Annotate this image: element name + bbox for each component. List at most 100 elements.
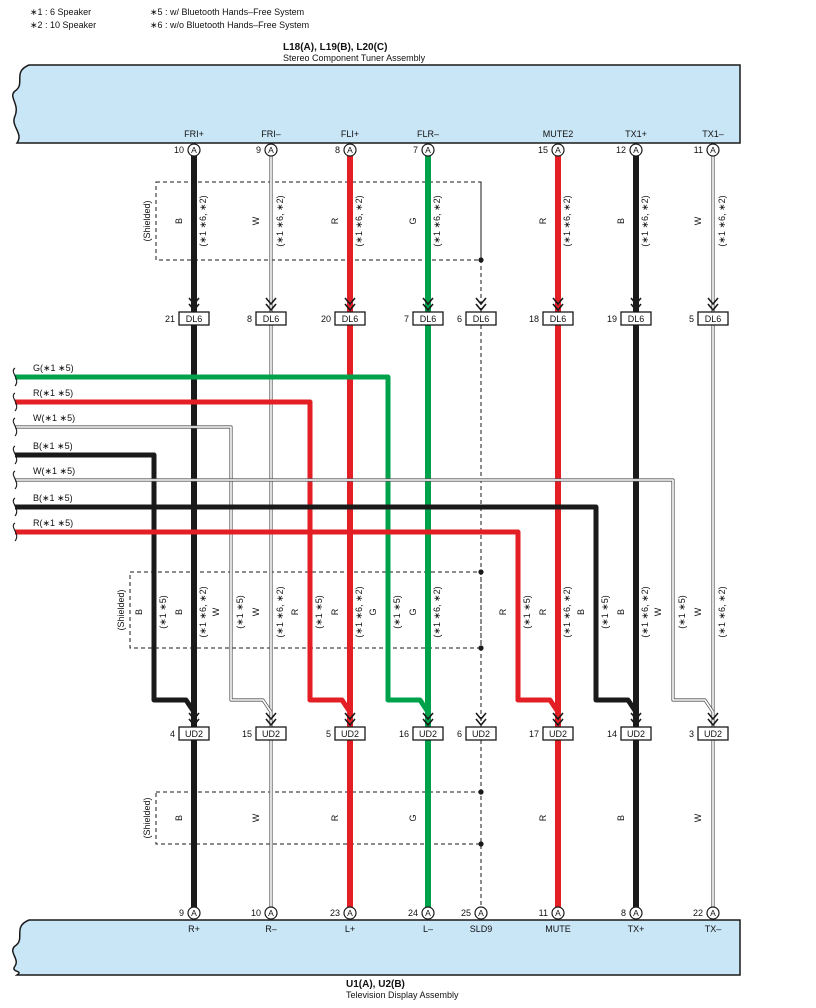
- bottom-pin-7: [706, 906, 720, 920]
- dl6-0-box: [178, 311, 210, 326]
- bottom-wire-color-1: W: [251, 813, 261, 822]
- top-wire-opt-5: (∗1 ∗6, ∗2): [562, 195, 572, 246]
- dl6-7-box: [697, 311, 729, 326]
- mid-wire-opt-7: (∗1 ∗6, ∗2): [717, 586, 727, 637]
- side-wire-opt-2: (∗1 ∗5): [235, 595, 245, 629]
- mid-wire-color-2: R: [330, 608, 340, 615]
- dl6-3-pin: 7: [404, 314, 409, 324]
- top-wire-opt-1: (∗1 ∗6, ∗2): [275, 195, 285, 246]
- side-wire-color-3: B: [134, 609, 144, 615]
- dl6-1-pin: 8: [247, 314, 252, 324]
- top-component-ref: L18(A), L19(B), L20(C): [283, 42, 387, 53]
- shield-drain-dot-mid-a: [478, 569, 484, 575]
- dl6-2-box: [334, 311, 366, 326]
- ud2-1-pin: 15: [242, 729, 252, 739]
- bottom-pin-1: [264, 906, 278, 920]
- ud2-6-box: [620, 726, 652, 741]
- bottom-wire-color-6: B: [616, 815, 626, 821]
- side-wire-label-0: G(∗1 ∗5): [33, 363, 74, 373]
- top-wire-opt-6: (∗1 ∗6, ∗2): [640, 195, 650, 246]
- bottom-pin-6-letter: A: [633, 908, 639, 918]
- ud2-2-arrow: [344, 712, 356, 727]
- dl6-6-pin: 19: [607, 314, 617, 324]
- mid-wire-color-1: W: [251, 607, 261, 616]
- mid-wire-color-0: B: [174, 609, 184, 615]
- side-wire-opt-1: (∗1 ∗5): [314, 595, 324, 629]
- dl6-2-label: DL6: [342, 314, 359, 324]
- top-pin-5-letter: A: [555, 145, 561, 155]
- ud2-0-arrow: [188, 712, 200, 727]
- dl6-2-pin: 20: [321, 314, 331, 324]
- dl6-4-box: [465, 311, 497, 326]
- side-wire-color-4: W: [653, 607, 663, 616]
- top-wire-opt-7: (∗1 ∗6, ∗2): [717, 195, 727, 246]
- top-pin-number-3: 7: [413, 145, 418, 155]
- dl6-6-label: DL6: [628, 314, 645, 324]
- bottom-pin-name-6: TX+: [628, 924, 645, 934]
- top-wire-color-2: R: [330, 217, 340, 224]
- bottom-pin-6: [629, 906, 643, 920]
- ud2-4-label: UD2: [472, 729, 490, 739]
- top-pin-name-5: MUTE2: [543, 129, 574, 139]
- top-component-box: [12, 64, 741, 144]
- side-wire-label-3: B(∗1 ∗5): [33, 441, 73, 451]
- dl6-0-pin: 21: [165, 314, 175, 324]
- top-pin-number-5: 15: [538, 145, 548, 155]
- mid-wire-opt-6: (∗1 ∗6, ∗2): [640, 586, 650, 637]
- top-pin-6: [629, 143, 643, 157]
- shield-box-bottom: [155, 791, 482, 845]
- bottom-pin-name-3: L–: [423, 924, 433, 934]
- top-pin-7-letter: A: [710, 145, 716, 155]
- dl6-3-box: [412, 311, 444, 326]
- shield-drain-dot-bottom-b: [478, 841, 484, 847]
- side-wire-label-2: W(∗1 ∗5): [33, 413, 75, 423]
- side-wire-5: [15, 504, 639, 714]
- dl6-1-arrow: [265, 297, 277, 312]
- mid-wire-opt-0: (∗1 ∗6, ∗2): [198, 586, 208, 637]
- top-pin-2-letter: A: [347, 145, 353, 155]
- top-pin-name-6: TX1+: [625, 129, 647, 139]
- side-wire-label-1: R(∗1 ∗5): [33, 388, 73, 398]
- mid-wire-opt-5: (∗1 ∗6, ∗2): [562, 586, 572, 637]
- top-pin-3: [421, 143, 435, 157]
- ud2-0-label: UD2: [185, 729, 203, 739]
- side-wire-break-5: [12, 497, 18, 517]
- side-wire-opt-6: (∗1 ∗5): [522, 595, 532, 629]
- bottom-pin-0: [187, 906, 201, 920]
- side-wire-opt-0: (∗1 ∗5): [392, 595, 402, 629]
- note-5: ∗5 : w/ Bluetooth Hands–Free System: [150, 7, 304, 17]
- side-wire-break-4: [12, 470, 18, 490]
- dl6-5-box: [542, 311, 574, 326]
- shield-drain-dot-bottom-a: [478, 789, 484, 795]
- top-wire-color-3: G: [408, 217, 418, 224]
- side-wire-0: [15, 374, 431, 714]
- top-pin-number-6: 12: [616, 145, 626, 155]
- ud2-5-label: UD2: [549, 729, 567, 739]
- ud2-4-box: [465, 726, 497, 741]
- bottom-pin-name-5: MUTE: [545, 924, 571, 934]
- note-2: ∗2 : 10 Speaker: [30, 20, 96, 30]
- top-pin-name-1: FRI–: [261, 129, 281, 139]
- bottom-wire-color-3: G: [408, 814, 418, 821]
- shield-label-bottom: (Shielded): [142, 797, 152, 838]
- top-wire-color-5: R: [538, 217, 548, 224]
- side-wire-6: [15, 529, 561, 714]
- bottom-component-name: Television Display Assembly: [346, 990, 459, 1000]
- top-wire-color-6: B: [616, 218, 626, 224]
- bottom-pin-5: [551, 906, 565, 920]
- bottom-wire-color-7: W: [693, 813, 703, 822]
- bottom-pin-5-letter: A: [555, 908, 561, 918]
- top-pin-number-0: 10: [174, 145, 184, 155]
- top-wire-opt-3: (∗1 ∗6, ∗2): [432, 195, 442, 246]
- top-pin-name-7: TX1–: [702, 129, 724, 139]
- ud2-4-pin: 6: [457, 729, 462, 739]
- top-pin-1: [264, 143, 278, 157]
- ud2-3-label: UD2: [419, 729, 437, 739]
- side-wire-break-0: [12, 367, 18, 387]
- ud2-2-pin: 5: [326, 729, 331, 739]
- ud2-5-box: [542, 726, 574, 741]
- dl6-5-pin: 18: [529, 314, 539, 324]
- note-1: ∗1 : 6 Speaker: [30, 7, 91, 17]
- dl6-5-arrow: [552, 297, 564, 312]
